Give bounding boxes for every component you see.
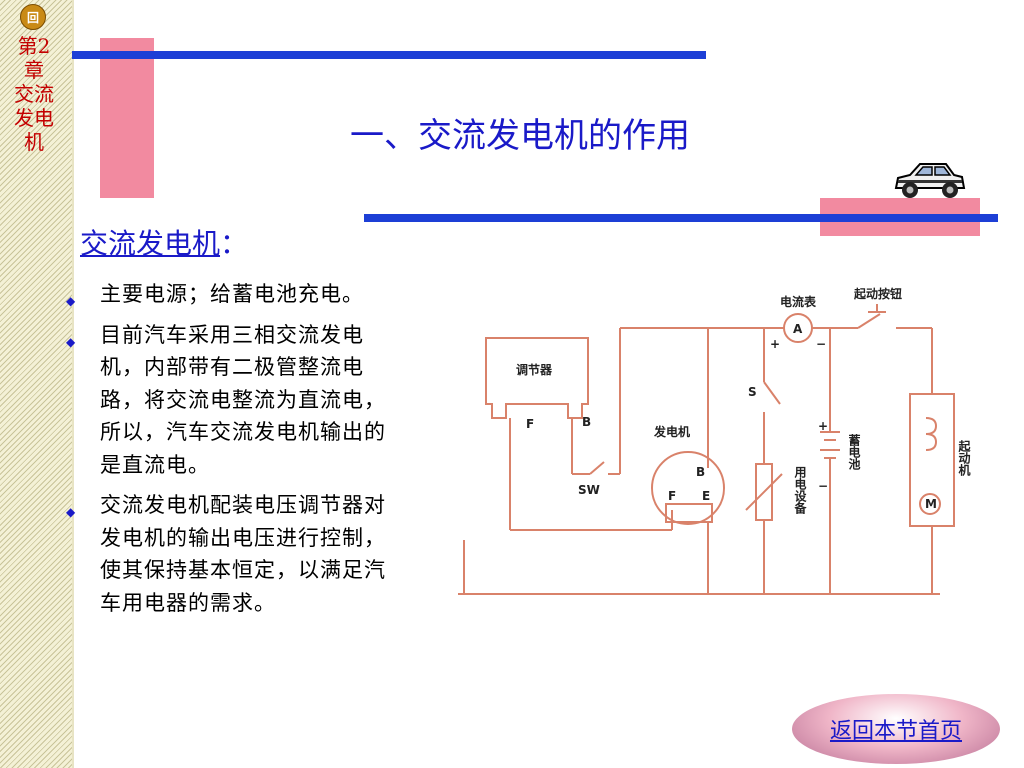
return-link[interactable]: 返回本节首页	[829, 719, 962, 744]
ammeter-circle	[783, 313, 813, 343]
starter-label: 起动机	[957, 439, 971, 477]
chapter-title: 第2章 交流发电机	[14, 34, 54, 154]
bullet-text: 交流发电机配装电压调节器对发电机的输出电压进行控制，使其保持基本恒定，以满足汽车…	[100, 493, 386, 615]
minus-label: −	[816, 337, 826, 351]
diamond-bullet-icon: ◆	[66, 294, 77, 308]
battery-plus-label: +	[818, 419, 828, 433]
regulator-label: 调节器	[516, 362, 553, 377]
reg-f-label: F	[526, 417, 534, 431]
decorative-stripe-sidebar	[0, 0, 72, 768]
regulator-box	[485, 337, 589, 419]
bottom-rule	[364, 214, 998, 222]
ammeter-label: 电流表	[780, 294, 817, 309]
section-heading: 交流发电机：	[80, 222, 248, 262]
diamond-bullet-icon: ◆	[66, 334, 77, 349]
home-icon[interactable]: 回	[20, 4, 46, 30]
generator-label: 发电机	[653, 424, 690, 439]
battery-minus-label: −	[818, 479, 828, 493]
top-rule	[72, 51, 706, 59]
bullet-item: ◆ 目前汽车采用三相交流发电机，内部带有二极管整流电路，将交流电整流为直流电，所以…	[64, 319, 400, 482]
section-colon: ：	[220, 227, 249, 260]
motor-symbol: M	[925, 497, 937, 511]
circuit-diagram: 调节器 F B SW 发电机 B F E 电流表 A + − 起动按钮 S + …	[458, 286, 971, 595]
sidebar-edge	[72, 0, 74, 768]
bullet-list: ◆ 主要电源；给蓄电池充电。 ◆ 目前汽车采用三相交流发电机，内部带有二极管整流电路…	[64, 278, 400, 627]
bullet-item: ◆ 交流发电机配装电压调节器对发电机的输出电压进行控制，使其保持基本恒定，以满足汽…	[64, 489, 400, 619]
ammeter-symbol: A	[793, 322, 803, 336]
diamond-bullet-icon: ◆	[66, 505, 77, 519]
bullet-item: ◆ 主要电源；给蓄电池充电。	[64, 278, 400, 311]
bullet-text: 目前汽车采用三相交流发电机，内部带有二极管整流电路，将交流电整流为直流电，所以，…	[100, 322, 386, 477]
return-button[interactable]: 返回本节首页	[792, 694, 1000, 764]
sw-label: SW	[578, 483, 600, 497]
bullet-text: 主要电源；给蓄电池充电。	[100, 282, 364, 306]
gen-f-label: F	[668, 489, 676, 503]
reg-b-label: B	[582, 415, 591, 429]
battery-label: 蓄电池	[847, 433, 861, 471]
plus-label: +	[770, 337, 780, 351]
load-label: 用电设备	[793, 466, 807, 515]
gen-e-label: E	[702, 489, 710, 503]
switch-s-label: S	[748, 385, 757, 399]
gen-b-label: B	[696, 465, 705, 479]
slide-title: 一、交流发电机的作用	[350, 116, 690, 156]
section-link[interactable]: 交流发电机	[80, 227, 221, 260]
decorative-pink-bar	[100, 38, 154, 198]
generator-circle	[651, 451, 725, 525]
start-button-label: 起动按钮	[853, 286, 902, 301]
car-icon	[894, 163, 966, 198]
